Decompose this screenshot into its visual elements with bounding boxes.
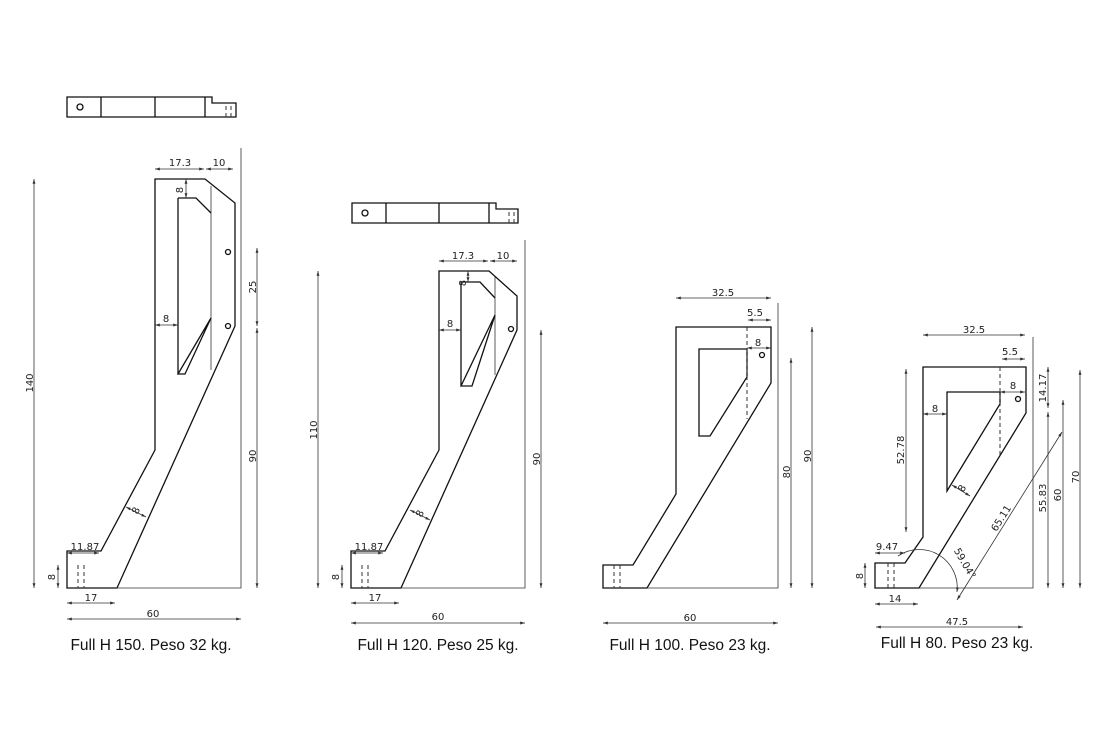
dim-wall-top: 8 — [458, 280, 469, 286]
side-view — [602, 303, 779, 589]
dimensions: 110 90 17.3 10 8 8 8 11.87 8 17 60 — [309, 251, 543, 625]
side-view — [350, 240, 526, 589]
drawing-caption: Full H 80. Peso 23 kg. — [881, 635, 1034, 652]
dim-top-width: 17.3 — [452, 251, 474, 262]
dim-top-width: 32.5 — [963, 325, 985, 336]
dim-diagonal: 65.11 — [990, 504, 1015, 534]
dim-foot-height: 8 — [331, 574, 342, 580]
dim-height-total: 90 — [803, 450, 814, 463]
drawing-h100: 32.5 5.5 8 80 90 60 Full H 100. Peso 23 … — [602, 288, 814, 654]
dim-wall-top: 8 — [755, 338, 761, 349]
dim-upper-left: 52.78 — [896, 436, 907, 465]
dim-foot-base: 17 — [85, 593, 98, 604]
dim-foot-base: 17 — [369, 593, 382, 604]
drawing-caption: Full H 100. Peso 23 kg. — [609, 637, 770, 654]
dim-base: 60 — [684, 613, 697, 624]
dim-chamfer: 10 — [497, 251, 510, 262]
top-view — [66, 96, 237, 118]
dim-foot-height: 8 — [855, 573, 866, 579]
dim-top-width: 17.3 — [169, 158, 191, 169]
dim-foot-base: 14 — [889, 594, 902, 605]
dim-base: 47.5 — [946, 617, 968, 628]
side-view — [66, 148, 242, 589]
dim-angle: 59.04° — [951, 546, 977, 581]
dim-wall-side: 8 — [447, 319, 453, 330]
dim-wall-diag: 8 — [414, 509, 427, 519]
dim-foot-top: 11.87 — [355, 542, 384, 553]
dim-top-width: 32.5 — [712, 288, 734, 299]
dim-upper: 25 — [248, 281, 259, 294]
drawing-h120: 110 90 17.3 10 8 8 8 11.87 8 17 60 Full … — [309, 202, 543, 654]
dim-foot-top: 9.47 — [876, 542, 898, 553]
dim-upper-right: 14.17 — [1038, 374, 1049, 403]
dim-wall-side: 8 — [932, 404, 938, 415]
dim-wall-top: 8 — [1010, 381, 1016, 392]
dim-chamfer: 10 — [213, 158, 226, 169]
dim-base: 60 — [147, 609, 160, 620]
dim-mid-height: 60 — [1053, 489, 1064, 502]
dim-foot-height: 8 — [47, 574, 58, 580]
dim-lower: 90 — [532, 453, 543, 466]
dim-foot-top: 11.87 — [71, 542, 100, 553]
dim-wall-side: 8 — [163, 314, 169, 325]
dim-inner-height: 80 — [782, 466, 793, 479]
dim-wall-top: 8 — [175, 187, 186, 193]
dim-base: 60 — [432, 612, 445, 623]
dim-height-total: 70 — [1071, 471, 1082, 484]
top-view — [351, 202, 519, 224]
dim-edge: 5.5 — [747, 308, 763, 319]
dim-lower: 90 — [248, 450, 259, 463]
drawing-caption: Full H 120. Peso 25 kg. — [357, 637, 518, 654]
dimensions: 32.5 5.5 8 80 90 60 — [603, 288, 814, 625]
dimensions: 140 25 90 17.3 10 8 8 8 11.87 8 17 60 — [25, 158, 259, 621]
dim-height-total: 140 — [25, 373, 36, 392]
dim-edge: 5.5 — [1002, 347, 1018, 358]
dimensions: 32.5 5.5 8 8 8 52.78 9.47 8 14 47.5 14.1… — [855, 325, 1082, 629]
dim-height-total: 110 — [309, 420, 320, 439]
dim-wall-diag: 8 — [130, 506, 143, 516]
drawing-caption: Full H 150. Peso 32 kg. — [70, 637, 231, 654]
hole-icon — [76, 103, 84, 111]
dim-lower-right: 55.83 — [1038, 484, 1049, 513]
dim-wall-diag: 8 — [956, 483, 969, 494]
drawing-h150: 140 25 90 17.3 10 8 8 8 11.87 8 17 60 Fu… — [25, 96, 259, 654]
drawing-h80: 32.5 5.5 8 8 8 52.78 9.47 8 14 47.5 14.1… — [855, 325, 1082, 652]
